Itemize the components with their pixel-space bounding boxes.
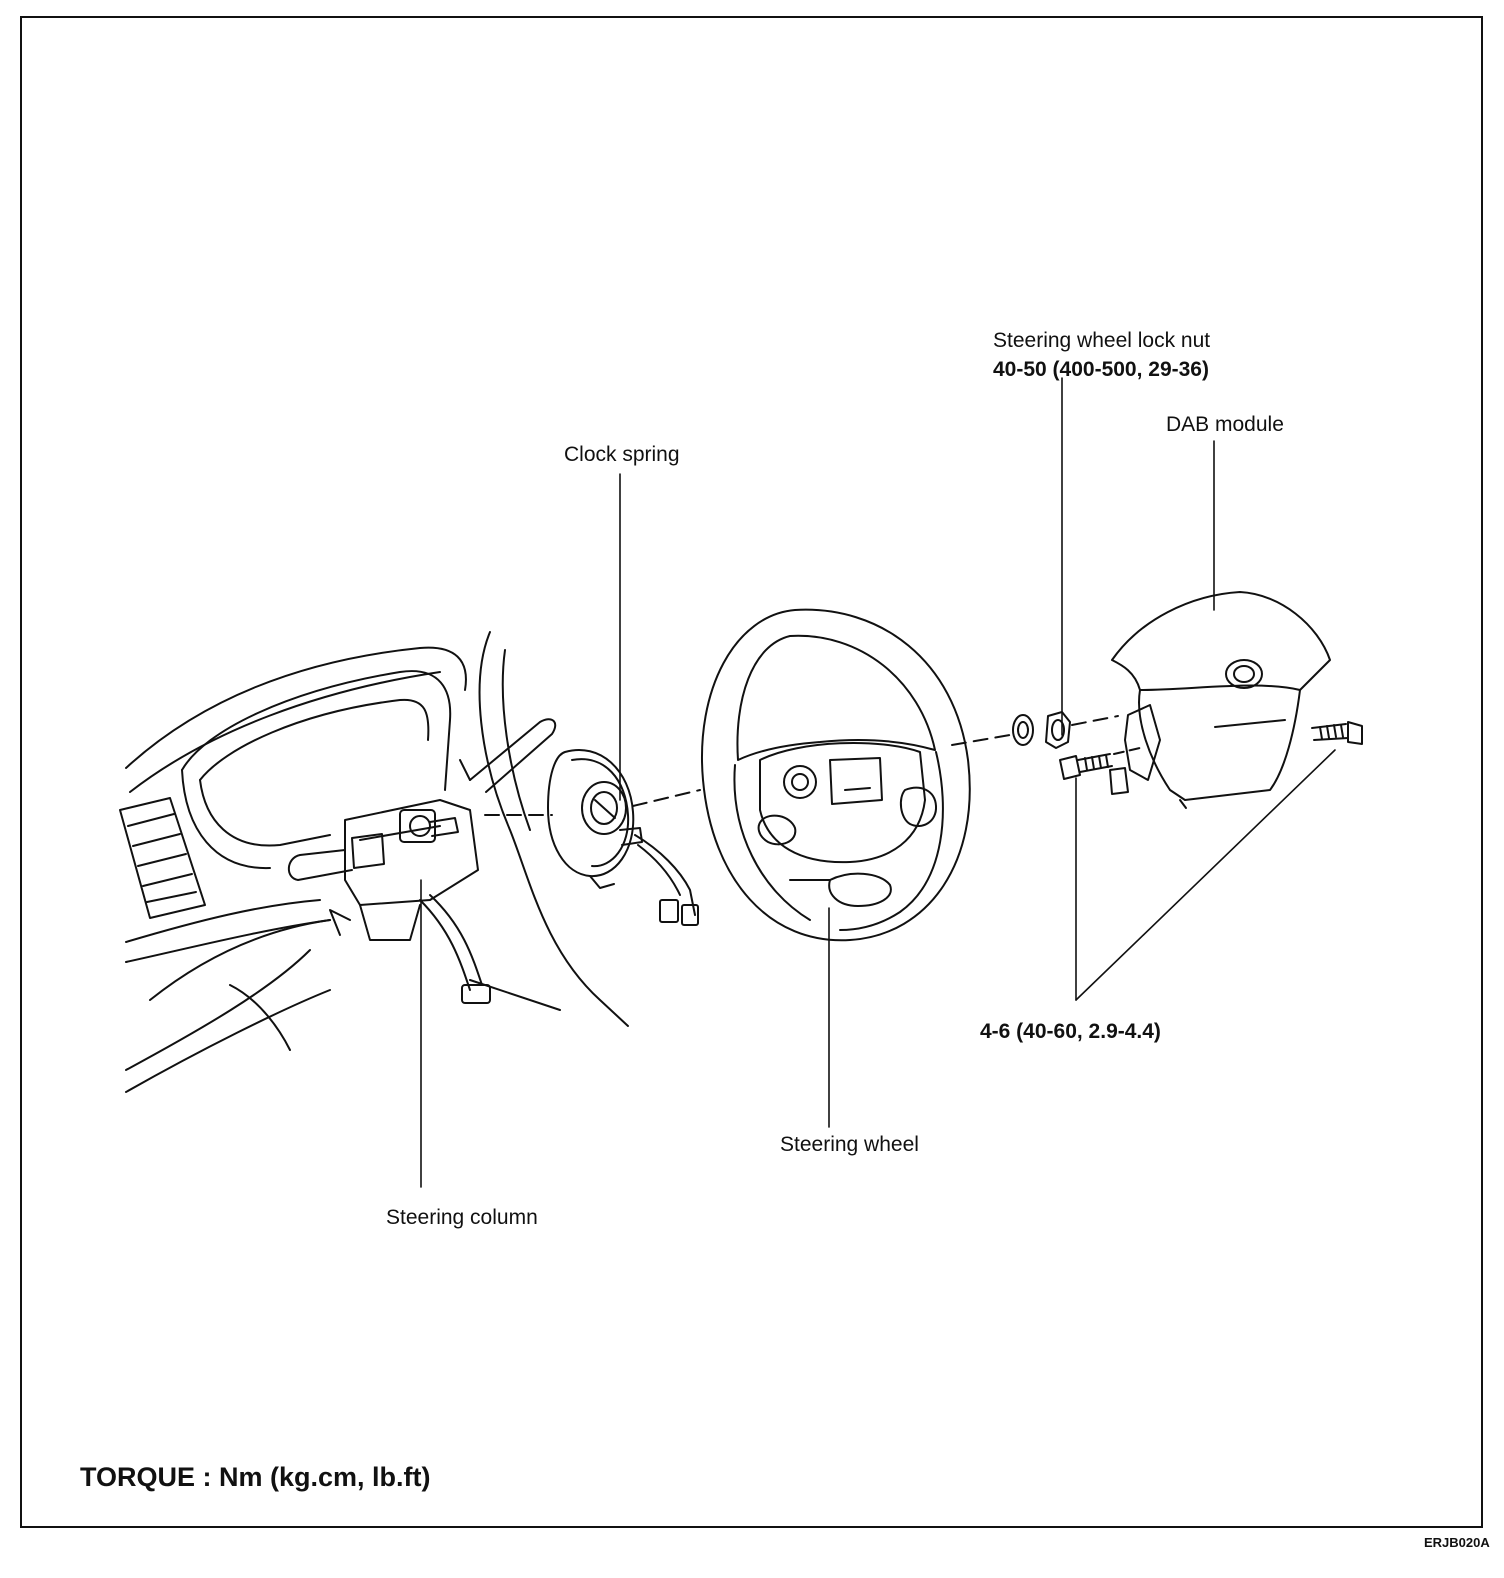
dashboard-drawing [119,631,629,1093]
lock-nut-torque-label: 40-50 (400-500, 29-36) [993,358,1209,381]
figure-code: ERJB020A [1424,1535,1490,1550]
diagram-frame [20,16,1483,1528]
dab-module-label: DAB module [1166,413,1284,436]
torque-units-note: TORQUE : Nm (kg.cm, lb.ft) [80,1462,431,1492]
clock-spring-label: Clock spring [564,443,680,466]
steering-wheel-label: Steering wheel [780,1133,919,1156]
lock-nut-label: Steering wheel lock nut [993,329,1211,352]
bolts-drawing [1059,721,1363,780]
leader-lines [420,377,1336,1188]
steering-wheel-drawing [701,608,1011,942]
lock-nut-drawing [1012,711,1119,749]
steering-column-label: Steering column [386,1206,538,1229]
dab-module-drawing [1109,591,1331,809]
clock-spring-drawing [547,749,701,926]
bolt-torque-label: 4-6 (40-60, 2.9-4.4) [980,1020,1161,1043]
steering-column-drawing [287,718,557,1004]
